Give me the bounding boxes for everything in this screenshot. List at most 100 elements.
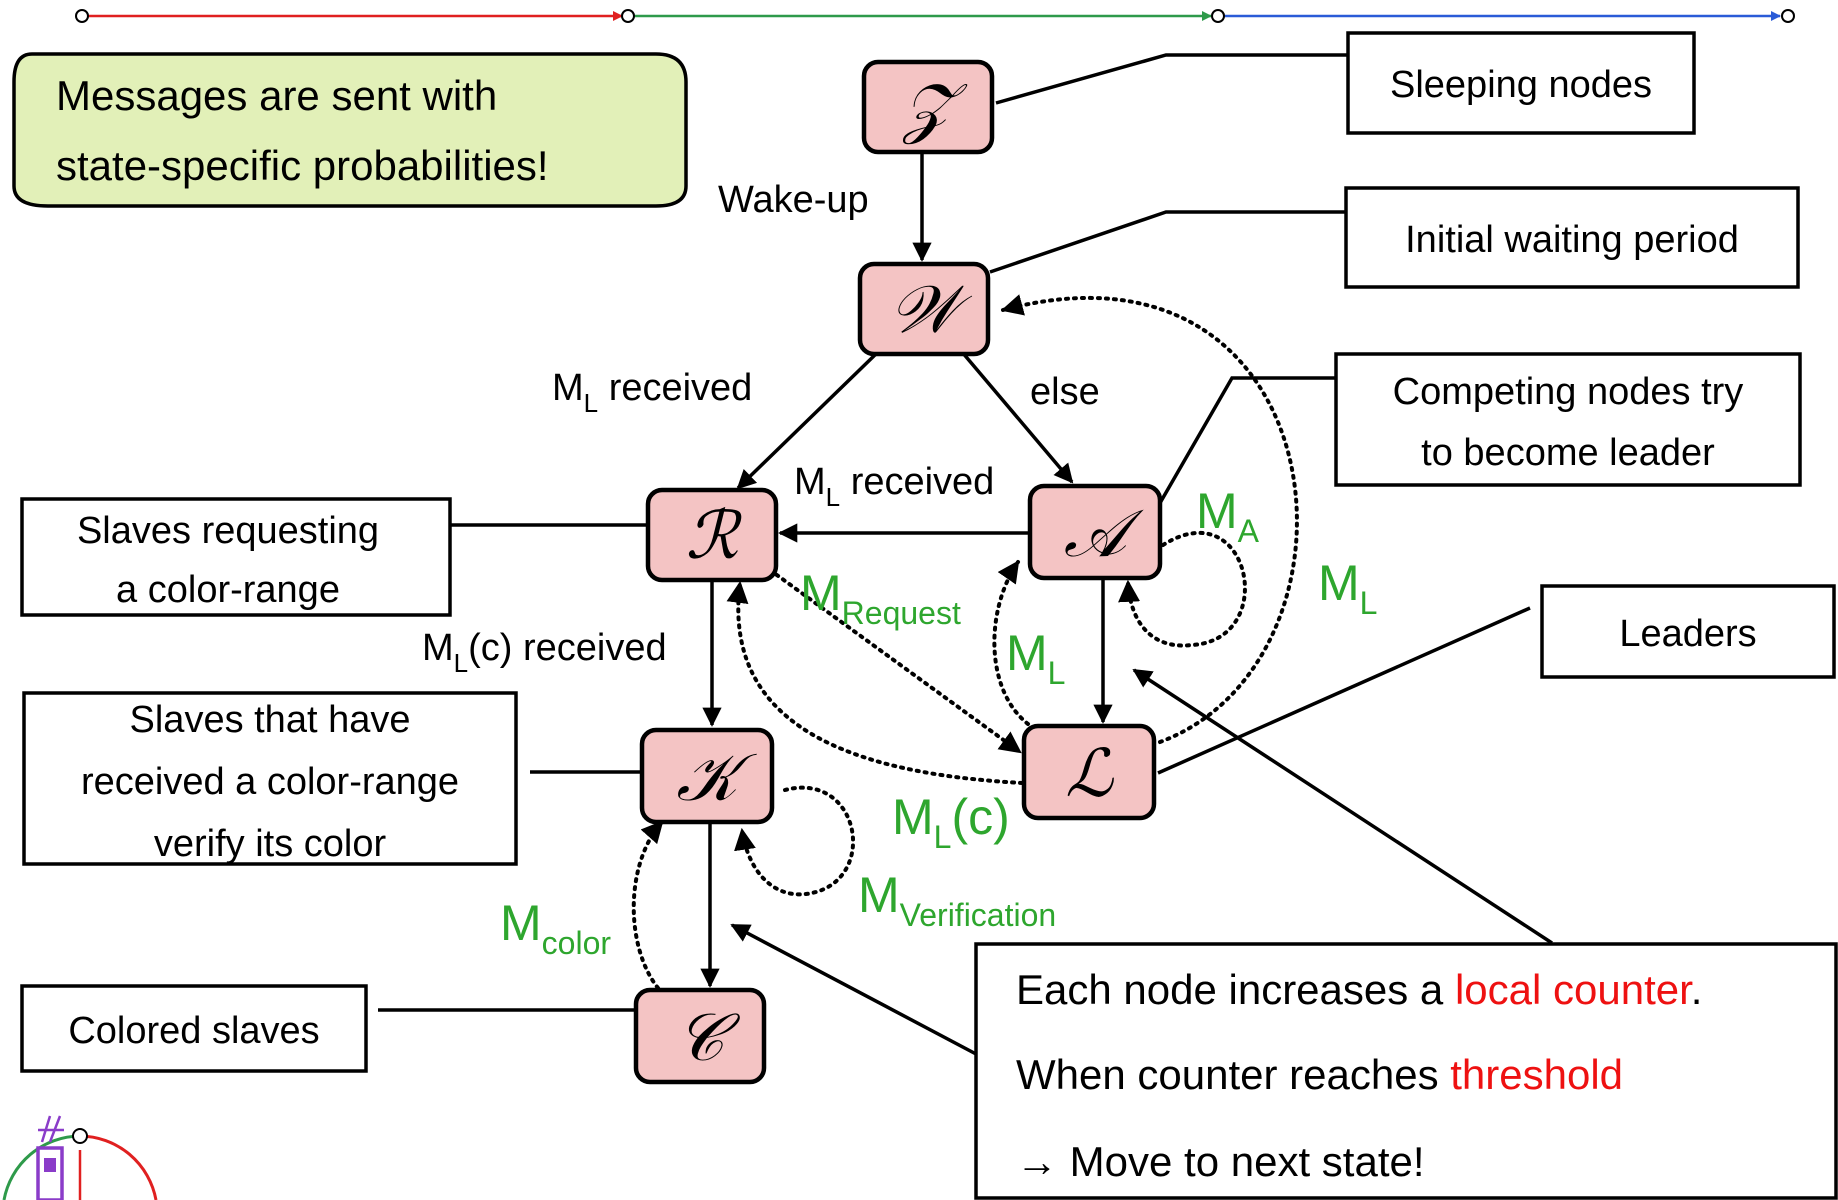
label-ml-received-a-r: ML received	[794, 461, 994, 512]
state-r: ℛ	[645, 487, 779, 583]
timeline-node	[1211, 9, 1225, 23]
timeline-node	[1781, 9, 1795, 23]
desc-waiting-text: Initial waiting period	[1405, 219, 1739, 261]
description-connectors	[378, 53, 1531, 1012]
label-m-color: Mcolor	[500, 895, 611, 961]
desc-leaders-text: Leaders	[1619, 613, 1756, 655]
transition-labels: Wake-up else ML received ML received ML(…	[422, 179, 1100, 678]
desc-competing-line-2: to become leader	[1421, 432, 1715, 474]
desc-waiting: Initial waiting period	[1344, 186, 1800, 289]
connector-leaders	[1157, 606, 1531, 775]
pointer-to-k-c	[730, 923, 977, 1056]
message-labels: MA ML ML MRequest ML(c) MVerification Mc…	[500, 483, 1377, 961]
desc-received-line-2: received a color-range	[81, 761, 459, 803]
desc-competing-line-1: Competing nodes try	[1393, 371, 1744, 413]
logo	[2, 1115, 158, 1200]
state-w-box	[857, 261, 991, 357]
desc-leaders-box	[1540, 584, 1836, 679]
state-l: ℒ	[1021, 723, 1157, 821]
timeline-node	[75, 9, 89, 23]
label-m-verification: MVerification	[858, 867, 1056, 933]
callout-line-2: state-specific probabilities!	[56, 142, 549, 189]
counter-pointers	[730, 668, 1553, 1056]
label-ma: MA	[1196, 483, 1260, 549]
label-m-request: MRequest	[800, 565, 961, 631]
label-wake-up: Wake-up	[718, 179, 869, 221]
desc-requesting-line-1: Slaves requesting	[77, 510, 379, 552]
message-ml-to-w	[1000, 294, 1299, 744]
callout-shape	[12, 52, 688, 208]
state-w: 𝒲	[857, 261, 991, 357]
message-ml-to-a	[992, 560, 1030, 726]
connector-sleeping	[995, 53, 1348, 105]
label-ml-to-w: ML	[1318, 555, 1377, 621]
state-a-box	[1027, 483, 1163, 581]
desc-requesting-line-2: a color-range	[116, 569, 340, 611]
logo-node-top	[72, 1128, 88, 1144]
state-l-box	[1021, 723, 1157, 821]
message-mlc-to-r	[726, 580, 1024, 785]
desc-received-line-3: verify its color	[154, 823, 387, 865]
message-arrows	[631, 294, 1299, 990]
logo-sparks	[38, 1115, 64, 1143]
counter-highlight-local: local counter	[1455, 966, 1693, 1013]
label-ml-received-w-r: ML received	[552, 367, 752, 418]
state-c-box	[633, 987, 767, 1085]
desc-competing: Competing nodes try to become leader	[1334, 352, 1802, 487]
desc-received: Slaves that have received a color-range …	[22, 691, 518, 866]
desc-waiting-box	[1344, 186, 1800, 289]
desc-sleeping-text: Sleeping nodes	[1390, 64, 1652, 106]
probability-callout: Messages are sent with state-specific pr…	[12, 52, 688, 208]
logo-arc-green	[2, 1134, 81, 1200]
message-ma-loop	[1118, 530, 1247, 648]
callout-line-1: Messages are sent with	[56, 72, 497, 119]
state-l-letter: ℒ	[1065, 735, 1114, 812]
label-ml-to-a: ML	[1006, 625, 1065, 691]
desc-received-box	[22, 691, 518, 866]
state-r-box	[645, 487, 779, 583]
timeline	[75, 9, 1795, 23]
counter-box-frame	[974, 942, 1838, 1200]
description-boxes: Sleeping nodes Initial waiting period Co…	[20, 31, 1836, 1073]
state-z-box	[861, 59, 995, 155]
state-k-box	[639, 727, 775, 825]
desc-competing-box	[1334, 352, 1802, 487]
counter-highlight-threshold: threshold	[1450, 1051, 1623, 1098]
transitions	[700, 152, 1113, 988]
desc-leaders: Leaders	[1540, 584, 1836, 679]
message-request-to-l	[768, 568, 1022, 754]
desc-colored-text: Colored slaves	[68, 1010, 319, 1052]
label-else: else	[1030, 371, 1100, 413]
desc-sleeping-box	[1346, 31, 1696, 135]
state-w-letter: 𝒲	[889, 271, 972, 348]
state-r-letter: ℛ	[686, 497, 743, 574]
desc-sleeping: Sleeping nodes	[1346, 31, 1696, 135]
desc-requesting: Slaves requesting a color-range	[20, 497, 452, 617]
state-a: 𝒜	[1027, 483, 1163, 581]
states: 𝒵 𝒲 ℛ 𝒜 𝒦 ℒ 𝒞	[633, 59, 1163, 1085]
pointer-to-a-l	[1132, 668, 1553, 945]
logo-arc-red	[79, 1134, 158, 1200]
arrow-w-to-a	[960, 350, 1074, 484]
label-mlc: ML(c)	[892, 789, 1010, 855]
message-color-to-k	[631, 820, 664, 990]
counter-box: Each node increases a local counter. Whe…	[974, 942, 1838, 1200]
connector-waiting	[989, 210, 1346, 274]
arrow-w-to-r	[736, 350, 880, 490]
state-k: 𝒦	[639, 727, 775, 825]
state-c: 𝒞	[633, 987, 767, 1085]
label-mlc-received: ML(c) received	[422, 627, 667, 678]
desc-received-line-1: Slaves that have	[130, 699, 411, 741]
timeline-node	[621, 9, 635, 23]
desc-colored: Colored slaves	[20, 984, 368, 1073]
counter-line-2: When counter reaches threshold	[1016, 1051, 1623, 1098]
message-verification-loop	[734, 785, 855, 897]
state-z: 𝒵	[861, 59, 995, 155]
counter-line-3: → Move to next state!	[1016, 1138, 1425, 1185]
counter-line-1: Each node increases a local counter.	[1016, 966, 1702, 1013]
desc-requesting-box	[20, 497, 452, 617]
connector-competing	[1158, 376, 1336, 504]
logo-figure-inner	[44, 1158, 56, 1172]
